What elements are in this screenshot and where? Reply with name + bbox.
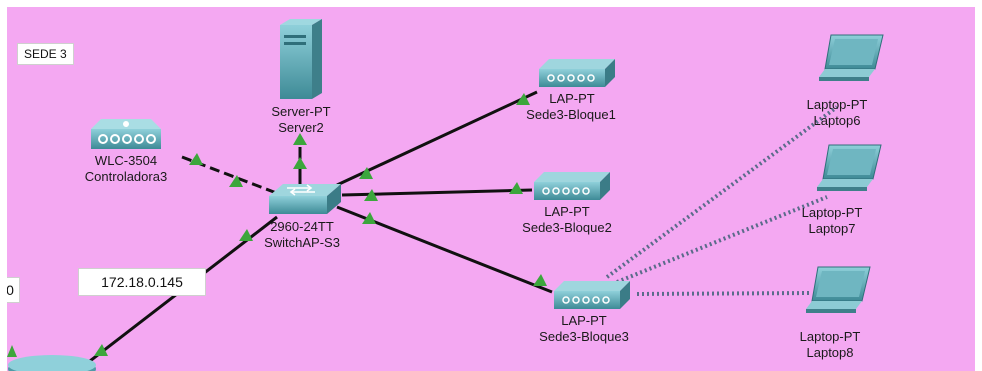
access-point-bloque1[interactable] [537,57,617,89]
server-icon [280,19,322,99]
edge-note[interactable]: 0 [7,277,20,303]
laptop8-name-label: Laptop8 [806,345,854,360]
laptop-icon [806,266,871,313]
access-point-icon [539,59,615,87]
laptop7-model-label: Laptop-PT [801,205,863,220]
server-device[interactable] [276,17,326,102]
ap2-name-label: Sede3-Bloque2 [522,220,612,235]
ap2-model-label: LAP-PT [544,204,590,219]
laptop-icon [817,144,882,191]
ap1-model-label: LAP-PT [549,91,595,106]
wireless-link-ap3-laptop6 [605,105,839,279]
ap1-name-label: Sede3-Bloque1 [526,107,616,122]
access-point-bloque3[interactable] [552,279,632,311]
switch-icon [269,184,341,214]
server-model-label: Server-PT [271,104,331,119]
laptop7-device[interactable] [815,143,883,201]
controller-name-label: Controladora3 [84,169,168,184]
access-point-bloque2[interactable] [532,170,612,202]
wireless-controller-icon [91,119,161,149]
link-status-indicators [7,93,547,357]
switch-model-label: 2960-24TT [270,219,334,234]
site-label-note[interactable]: SEDE 3 [17,43,74,65]
ip-address-note[interactable]: 172.18.0.145 [78,268,206,296]
server-name-label: Server2 [278,120,324,135]
router-icon [8,355,96,371]
router-device[interactable] [7,355,97,371]
link-switch-ap1[interactable] [336,90,538,187]
ap3-model-label: LAP-PT [561,313,607,328]
laptop6-device[interactable] [817,33,885,91]
wireless-link-ap3-laptop8 [636,291,813,296]
controller-model-label: WLC-3504 [94,153,158,168]
access-point-icon [534,172,610,200]
laptop6-model-label: Laptop-PT [806,97,868,112]
controller-device[interactable] [85,115,167,151]
laptop7-name-label: Laptop7 [808,221,856,236]
switch-device[interactable] [265,182,345,216]
ap3-name-label: Sede3-Bloque3 [539,329,629,344]
laptop6-name-label: Laptop6 [813,113,861,128]
switch-name-label: SwitchAP-S3 [264,235,340,250]
access-point-icon [554,281,630,309]
laptop8-device[interactable] [804,265,872,323]
laptop-icon [819,34,884,81]
topology-workspace[interactable]: SEDE 3 172.18.0.145 0 Server-PT Server2 … [7,7,975,371]
laptop8-model-label: Laptop-PT [799,329,861,344]
